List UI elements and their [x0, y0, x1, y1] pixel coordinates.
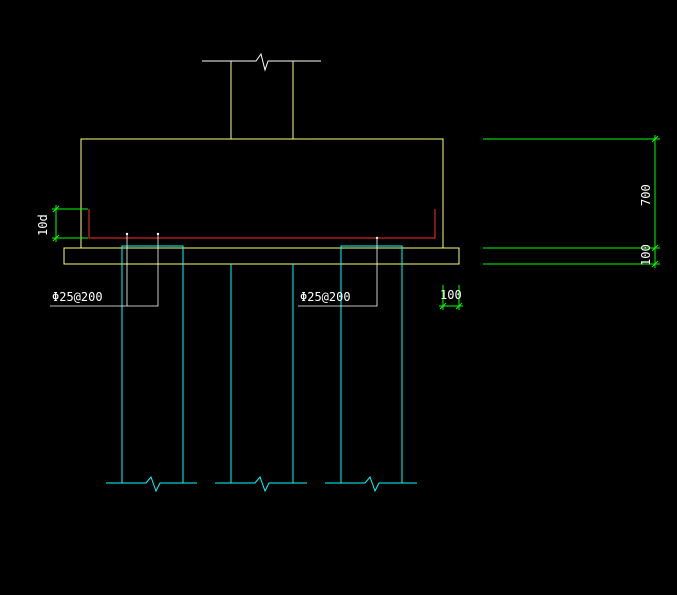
pile-break-lines	[106, 476, 417, 493]
dim-right	[483, 135, 660, 268]
rebar-leaders	[50, 234, 378, 307]
dim-cushion-label: 100	[639, 244, 653, 266]
dim-cap-height-label: 700	[639, 184, 653, 206]
cushion-layer	[63, 247, 460, 265]
dim-anchorage-label: 10d	[36, 214, 50, 236]
piles	[121, 245, 403, 483]
dim-anchorage	[52, 205, 88, 242]
rebar-leader-ticks	[125, 232, 379, 240]
pile-cap	[80, 138, 444, 248]
pile-right	[340, 245, 403, 483]
rebar-label-right: Φ25@200	[300, 290, 351, 304]
pile-left	[121, 245, 184, 483]
bottom-rebar	[88, 209, 436, 239]
column-break-line	[202, 52, 321, 72]
column	[230, 61, 294, 139]
rebar-label-left: Φ25@200	[52, 290, 103, 304]
dim-overhang-label: 100	[440, 288, 462, 302]
dim-overhang	[439, 285, 463, 310]
